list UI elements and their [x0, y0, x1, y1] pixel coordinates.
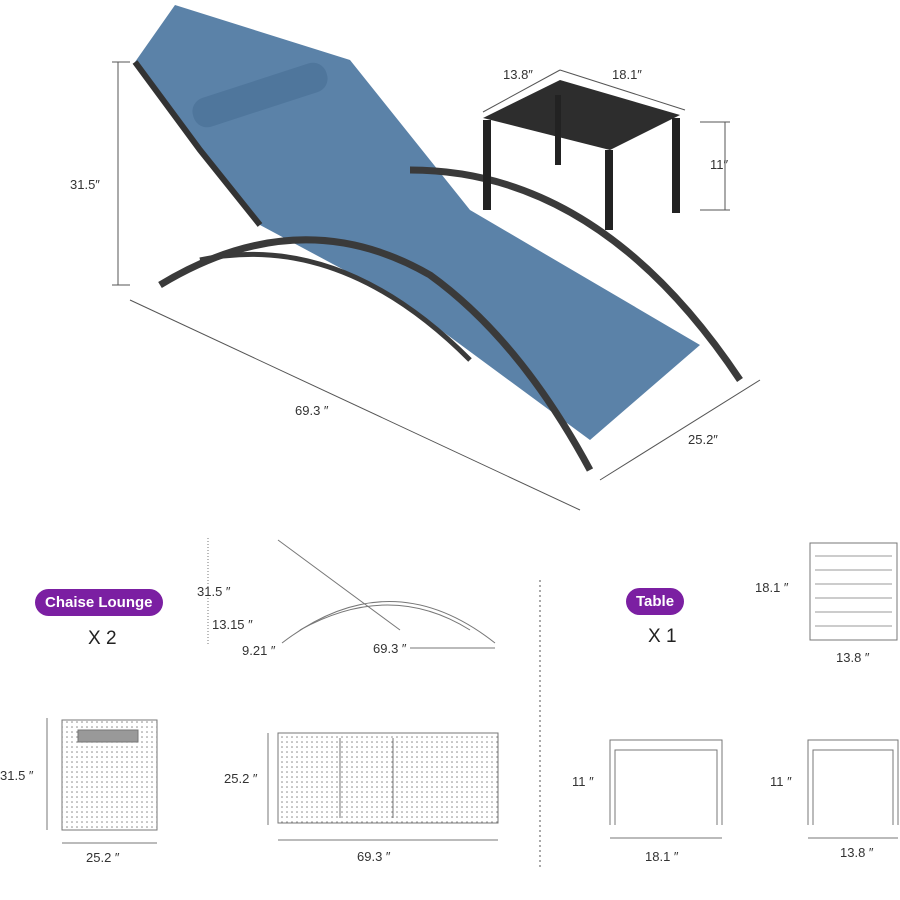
table-width-label: 18.1″ — [612, 67, 642, 82]
table-illustration — [483, 80, 680, 230]
table-depth-label: 13.8″ — [503, 67, 533, 82]
side-length-label: 69.3 ″ — [373, 641, 407, 656]
table-side-height-label: 11 ″ — [770, 774, 792, 789]
table-views — [609, 542, 899, 839]
chaise-front-view — [46, 718, 158, 844]
top-length-label: 69.3 ″ — [357, 849, 391, 864]
table-front-width-label: 18.1 ″ — [645, 849, 679, 864]
chaise-top-view — [267, 732, 499, 841]
table-height-label: 11″ — [710, 157, 729, 172]
table-quantity: X 1 — [648, 626, 677, 647]
hero-length-label: 69.3 ″ — [295, 403, 329, 418]
table-badge: Table — [626, 588, 685, 615]
hero-height-label: 31.5″ — [70, 177, 100, 192]
table-front-height-label: 11 ″ — [572, 774, 594, 789]
side-height-label: 31.5 ″ — [197, 584, 231, 599]
chaise-side-view — [207, 538, 496, 649]
side-mid-label: 13.15 ″ — [212, 617, 253, 632]
hero-width-label: 25.2″ — [688, 432, 718, 447]
chaise-lounge-badge: Chaise Lounge — [35, 589, 163, 616]
table-top-width-label: 13.8 ″ — [836, 650, 870, 665]
top-width-label: 25.2 ″ — [224, 771, 258, 786]
chaise-quantity: X 2 — [88, 628, 117, 649]
side-low-label: 9.21 ″ — [242, 643, 276, 658]
table-top-depth-label: 18.1 ″ — [755, 580, 789, 595]
lounge-illustration — [132, 5, 743, 472]
front-height-label: 31.5 ″ — [0, 768, 34, 783]
front-width-label: 25.2 ″ — [86, 850, 120, 865]
dimension-lines — [112, 61, 761, 870]
table-side-width-label: 13.8 ″ — [840, 845, 874, 860]
